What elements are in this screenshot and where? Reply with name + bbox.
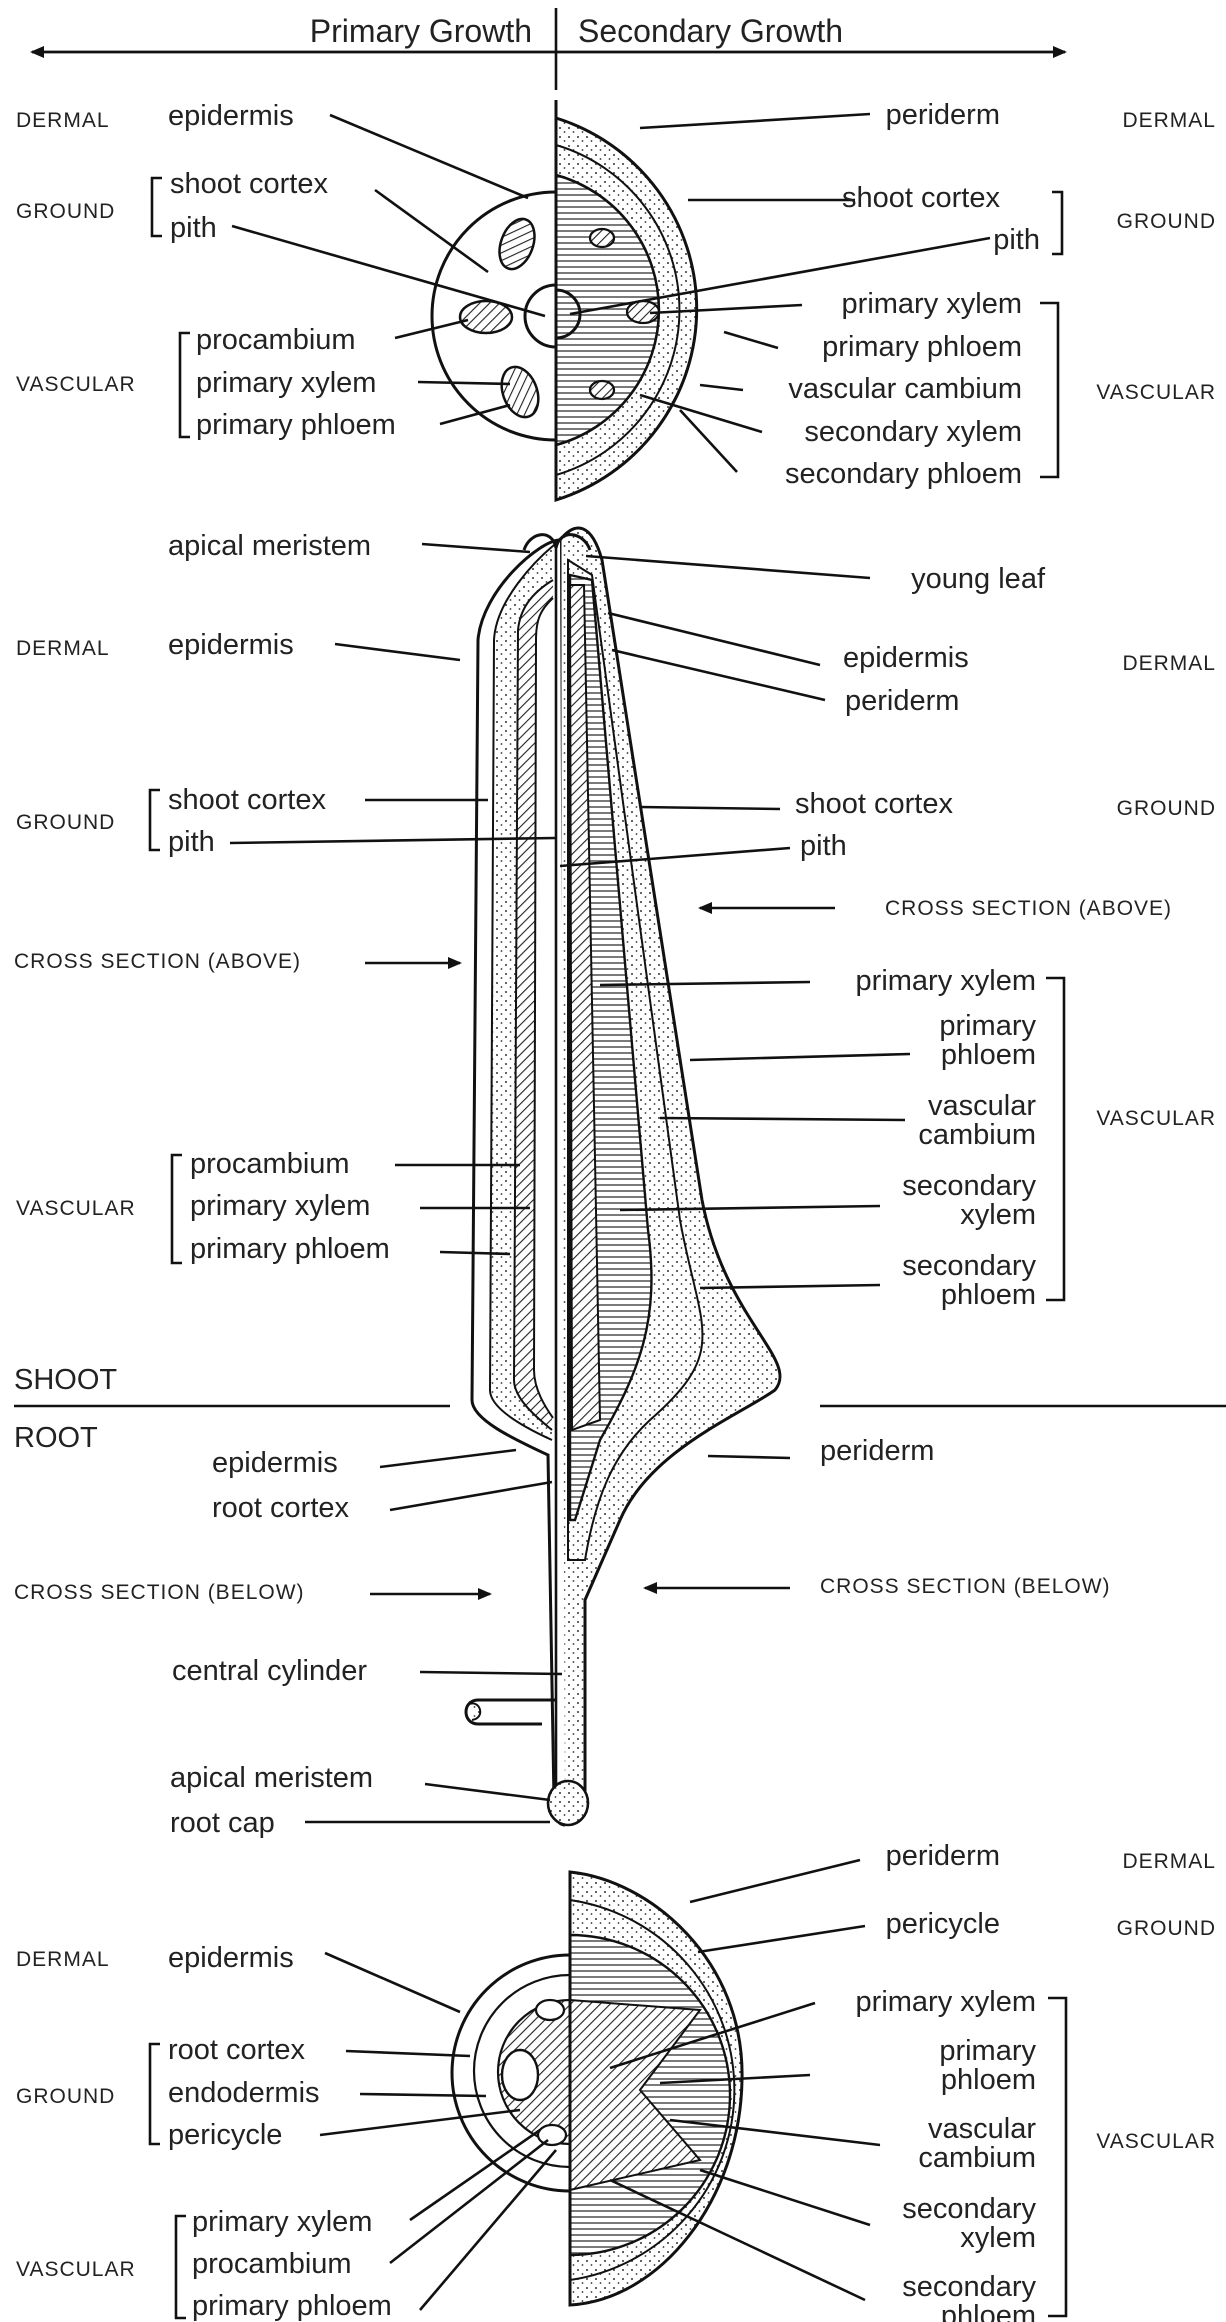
category-dermal: DERMAL (16, 637, 110, 660)
cross-section-below-right: CROSS SECTION (BELOW) (820, 1575, 1111, 1598)
cross-section-below-left: CROSS SECTION (BELOW) (14, 1581, 305, 1604)
label-pith: pith (800, 830, 847, 862)
category-ground: GROUND (16, 200, 115, 223)
category-dermal: DERMAL (16, 109, 110, 132)
label-apical-meristem: apical meristem (170, 1762, 373, 1794)
label-procambium: procambium (190, 1148, 350, 1180)
label-epidermis: epidermis (168, 100, 294, 132)
category-ground: GROUND (16, 811, 115, 834)
longitudinal-drawing (466, 528, 780, 1825)
label-central-cylinder: central cylinder (172, 1655, 367, 1687)
label-secondary-xylem: secondary xylem (804, 416, 1022, 448)
secondary-growth-heading: Secondary Growth (578, 13, 843, 49)
label-vascular-cambium: vascular cambium (788, 373, 1022, 405)
label-epidermis: epidermis (212, 1447, 338, 1479)
header: Primary Growth Secondary Growth (32, 8, 1065, 90)
label-periderm: periderm (886, 1840, 1000, 1872)
label-endodermis: endodermis (168, 2077, 320, 2109)
label-primary-phloem: primary phloem (192, 2290, 392, 2322)
root-cross-section-drawing (452, 1872, 742, 2305)
label-primary-xylem: primary xylem (842, 288, 1022, 320)
label-procambium: procambium (192, 2248, 352, 2280)
label-primary-phloem: primary phloem (822, 331, 1022, 363)
section-root: ROOT (14, 1422, 98, 1454)
label-primary-xylem: primary xylem (856, 965, 1036, 997)
label-shoot-cortex: shoot cortex (168, 784, 326, 816)
label-shoot-cortex: shoot cortex (170, 168, 328, 200)
label-primary-xylem: primary xylem (190, 1190, 370, 1222)
label-pith: pith (993, 224, 1040, 256)
label-shoot-cortex: shoot cortex (795, 788, 953, 820)
label-primary-phloem: primary phloem (196, 409, 396, 441)
shoot-cross-section-drawing (432, 100, 697, 500)
label-periderm: periderm (886, 99, 1000, 131)
primary-growth-heading: Primary Growth (310, 13, 532, 49)
label-shoot-cortex: shoot cortex (842, 182, 1000, 214)
label-pith: pith (168, 826, 215, 858)
label-periderm: periderm (820, 1435, 934, 1467)
label-periderm: periderm (845, 685, 959, 717)
label-pericycle: pericycle (886, 1908, 1000, 1940)
label-primary-xylem: primary xylem (196, 367, 376, 399)
label-primary-xylem: primary xylem (192, 2206, 372, 2238)
category-vascular: VASCULAR (1096, 381, 1216, 404)
label-root-cortex: root cortex (168, 2034, 305, 2066)
label-apical-meristem: apical meristem (168, 530, 371, 562)
label-epidermis: epidermis (168, 629, 294, 661)
label-epidermis: epidermis (843, 642, 969, 674)
category-dermal: DERMAL (16, 1948, 110, 1971)
category-ground: GROUND (16, 2085, 115, 2108)
category-ground: GROUND (1117, 210, 1216, 233)
category-vascular: VASCULAR (16, 373, 136, 396)
cross-section-above-right: CROSS SECTION (ABOVE) (885, 897, 1172, 920)
label-primary-xylem: primary xylem (856, 1986, 1036, 2018)
category-ground: GROUND (1117, 1917, 1216, 1940)
category-vascular: VASCULAR (1096, 2130, 1216, 2153)
category-ground: GROUND (1117, 797, 1216, 820)
label-secondary-phloem: secondary phloem (785, 458, 1022, 490)
label-young-leaf: young leaf (911, 563, 1046, 595)
label-epidermis: epidermis (168, 1942, 294, 1974)
category-dermal: DERMAL (1122, 1850, 1216, 1873)
category-vascular: VASCULAR (1096, 1107, 1216, 1130)
label-procambium: procambium (196, 324, 356, 356)
label-pericycle: pericycle (168, 2119, 282, 2151)
section-shoot: SHOOT (14, 1364, 117, 1396)
category-vascular: VASCULAR (16, 1197, 136, 1220)
label-primary-phloem: primary phloem (190, 1233, 390, 1265)
label-pith: pith (170, 212, 217, 244)
category-dermal: DERMAL (1122, 652, 1216, 675)
category-vascular: VASCULAR (16, 2258, 136, 2281)
category-dermal: DERMAL (1122, 109, 1216, 132)
label-root-cortex: root cortex (212, 1492, 349, 1524)
label-root-cap: root cap (170, 1807, 275, 1839)
cross-section-above-left: CROSS SECTION (ABOVE) (14, 950, 301, 973)
